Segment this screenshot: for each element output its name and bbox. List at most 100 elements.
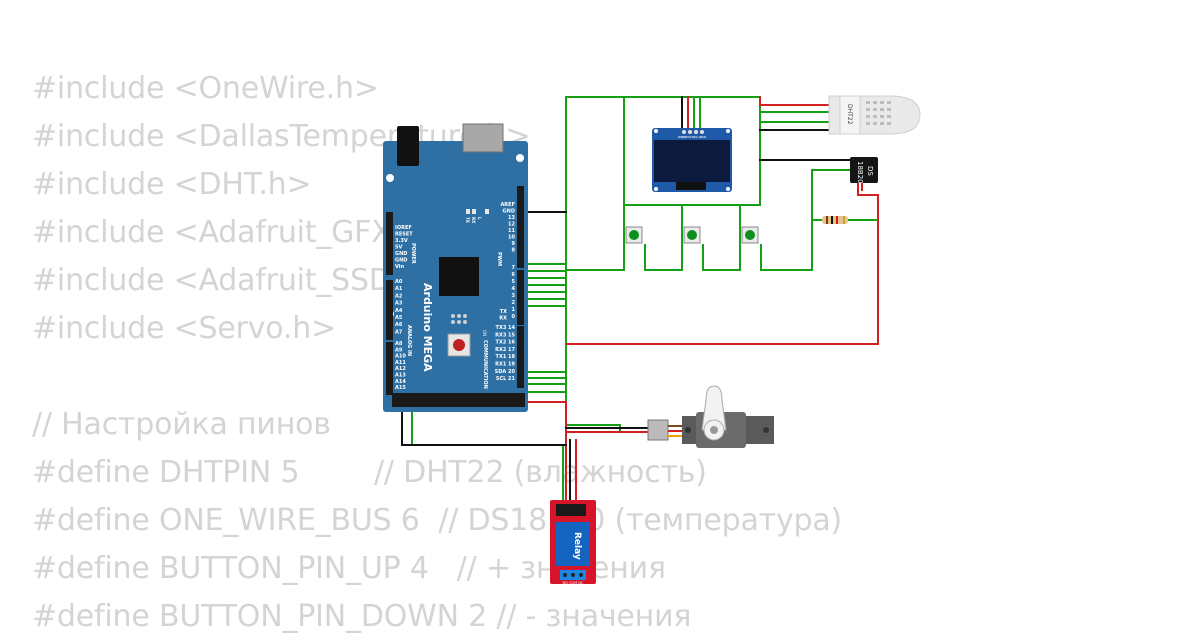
wire-green-main-bus (565, 96, 761, 401)
pin-label: GND (395, 251, 407, 257)
push-button-3[interactable] (741, 226, 759, 244)
pin-label: 5V (395, 245, 402, 251)
pin-label: 1 (512, 307, 516, 313)
code-line: #define ONE_WIRE_BUS 6 // DS18B20 (темпе… (32, 503, 843, 538)
pin-label: A6 (395, 322, 403, 328)
pin-label: A13 (395, 373, 406, 379)
pin-label: 4 (512, 286, 516, 292)
wire-green-header (526, 263, 567, 307)
pin-label: 11 (508, 228, 515, 234)
resistor (812, 216, 878, 224)
pin-label: 9 (512, 241, 516, 247)
relay-label: Relay (572, 532, 582, 560)
pin-label: A8 (395, 341, 403, 347)
pin-label: A4 (395, 308, 403, 314)
pin-label: 13 (508, 215, 515, 221)
code-line: #define BUTTON_PIN_DOWN 2 // - значения (32, 599, 692, 634)
pin-label: RX3 15 (495, 332, 515, 338)
pin-label: VCC (685, 135, 693, 139)
wires (401, 96, 879, 501)
pin-label: A0 (395, 279, 403, 285)
pin-label: 3 (512, 293, 516, 299)
on-led-label: ON (482, 330, 487, 336)
code-line: #include <OneWire.h> (32, 71, 379, 106)
pin-label: 2 (512, 300, 516, 306)
comm-title: COMMUNICATION (482, 340, 488, 389)
pin-label: RX1 19 (495, 362, 515, 368)
pin-label: 8 (512, 248, 516, 254)
pin-label: A2 (395, 293, 403, 299)
pin-label: TX1 18 (496, 354, 516, 360)
push-button-2[interactable] (683, 226, 701, 244)
board-name: Arduino MEGA (421, 283, 434, 372)
pin-label: TX (500, 309, 507, 315)
pin-label: L (477, 217, 482, 220)
code-line: // Настройка пинов (32, 407, 331, 442)
ds18b20-sensor: DS 18B20 (850, 157, 878, 184)
analog-title: ANALOG IN (406, 325, 412, 356)
pin-label: A9 (395, 347, 403, 353)
pin-label: TX3 14 (496, 325, 516, 331)
pin-label: RX2 17 (495, 347, 515, 353)
relay-bottom-label: NO COM NC (563, 581, 584, 585)
power-title: POWER (410, 243, 416, 264)
pin-label: A15 (395, 385, 406, 391)
pin-label: A12 (395, 366, 406, 372)
pin-label: SCL (692, 135, 698, 139)
wire-black-gnd (401, 96, 851, 501)
pin-label: A10 (395, 354, 406, 360)
wire-green-dht (759, 111, 831, 123)
pin-label: GND (678, 135, 686, 139)
pin-label: AREF (500, 202, 515, 208)
pin-label: RESET (395, 232, 413, 238)
pin-label: A3 (395, 301, 403, 307)
dht22-sensor: DHT22 (828, 95, 921, 135)
relay-module: Relay NO COM NC (550, 500, 596, 585)
pin-label: 7 (512, 265, 516, 271)
servo-motor (647, 385, 774, 448)
pin-label: A11 (395, 360, 406, 366)
dht22-label: DHT22 (846, 104, 853, 125)
pin-label: A7 (395, 329, 403, 335)
pin-label: RX (499, 316, 507, 322)
pin-label: 3.3V (395, 238, 408, 244)
pin-label: GND (395, 258, 407, 264)
ds18b20-label-2: 18B20 (856, 161, 864, 184)
code-line: #include <Servo.h> (32, 311, 337, 346)
pin-label: 6 (512, 272, 516, 278)
ds18b20-label-1: DS (866, 166, 874, 176)
pin-label: A5 (395, 315, 403, 321)
pin-label: SDA (699, 135, 707, 139)
pwm-title: PWM (496, 252, 502, 266)
pin-label: A1 (395, 286, 403, 292)
pin-label: TX (465, 217, 470, 223)
wire-red-servo (526, 401, 651, 501)
pin-label: 0 (512, 314, 516, 320)
pin-label: GND (503, 209, 515, 215)
pin-label: RX (471, 217, 476, 223)
pin-label: Vin (395, 264, 404, 270)
push-button-1[interactable] (625, 226, 643, 244)
wire-green-relay (411, 399, 651, 501)
code-line: #define DHTPIN 5 // DHT22 (влажность) (32, 455, 707, 490)
wire-green-buttons (565, 169, 851, 271)
pin-label: 10 (508, 235, 515, 241)
pin-label: 12 (508, 222, 515, 228)
pin-label: SCL 21 (496, 376, 516, 382)
pin-label: A14 (395, 379, 406, 385)
wire-green-oled (693, 96, 701, 131)
pin-label: TX2 16 (496, 340, 516, 346)
wire-green-comm (526, 371, 567, 393)
pin-label: 5 (512, 279, 516, 285)
